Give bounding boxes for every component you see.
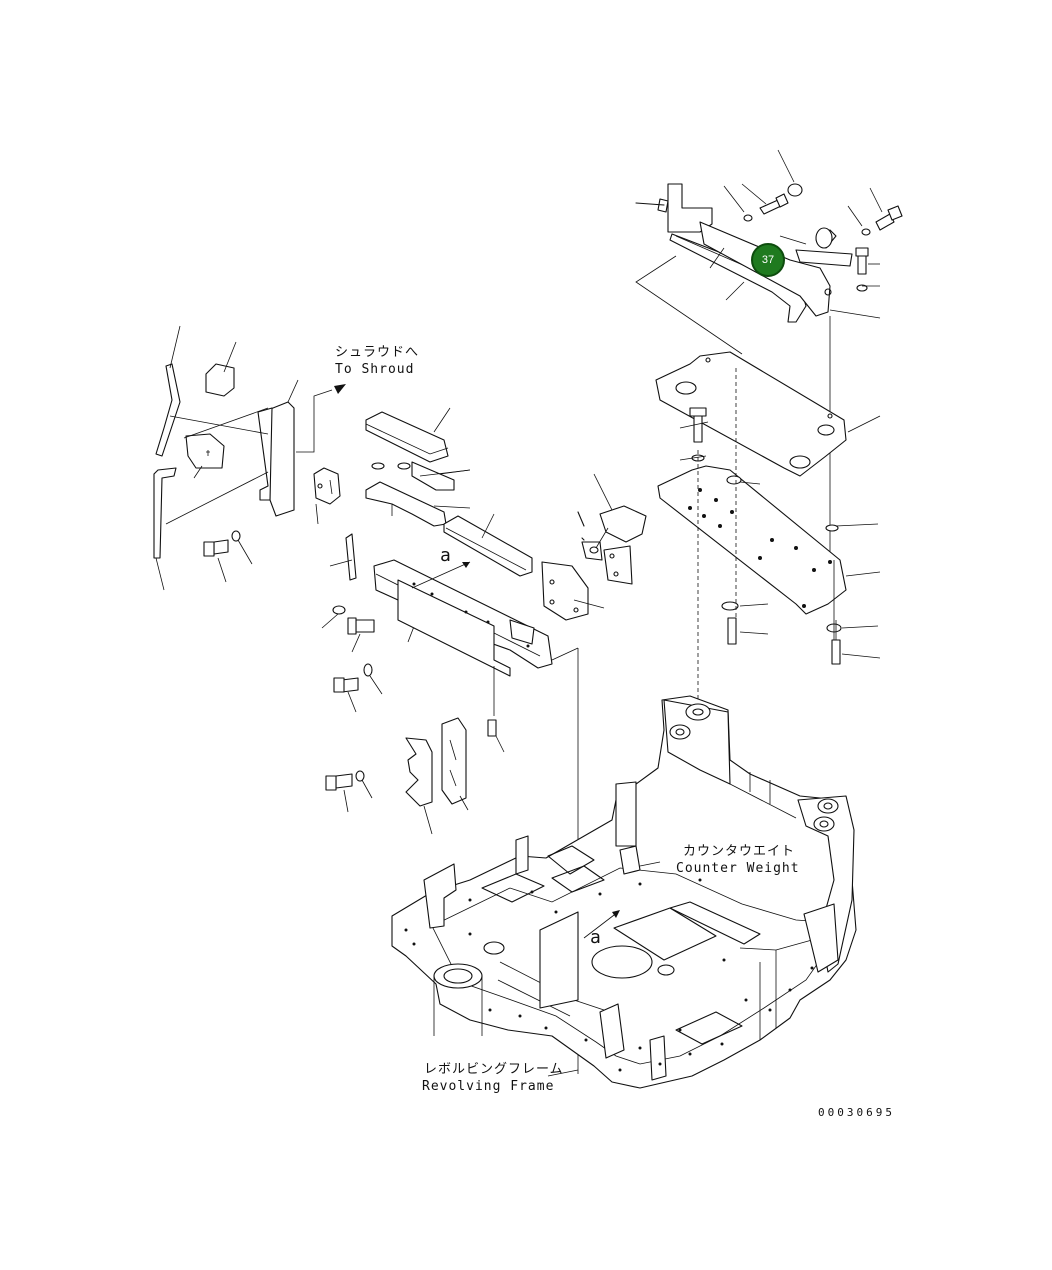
revolving-frame-label-jp: レボルビングフレーム bbox=[424, 1062, 564, 1077]
bolt-set-upper bbox=[743, 183, 903, 292]
revolving-frame-group bbox=[391, 695, 857, 1089]
shroud-label-jp: シュラウドへ bbox=[335, 345, 420, 360]
drawing-number: 00030695 bbox=[818, 1106, 895, 1119]
long-bracket-group bbox=[321, 533, 553, 713]
part-callout-37[interactable]: 37 bbox=[751, 243, 785, 277]
reference-mark-a-upper: a bbox=[440, 545, 452, 566]
shroud-label-en: To Shroud bbox=[335, 362, 415, 377]
reference-mark-a-lower: a bbox=[590, 927, 602, 948]
part-callout-number: 37 bbox=[761, 254, 775, 266]
misc-leaders bbox=[439, 469, 837, 640]
counterweight-label-jp: カウンタウエイト bbox=[683, 844, 796, 859]
counterweight-label-en: Counter Weight bbox=[676, 861, 800, 876]
bracket-plates-group bbox=[655, 351, 881, 700]
left-brackets-group bbox=[153, 325, 346, 591]
center-covers-group bbox=[365, 407, 647, 643]
revolving-frame-label-en: Revolving Frame bbox=[422, 1079, 555, 1094]
